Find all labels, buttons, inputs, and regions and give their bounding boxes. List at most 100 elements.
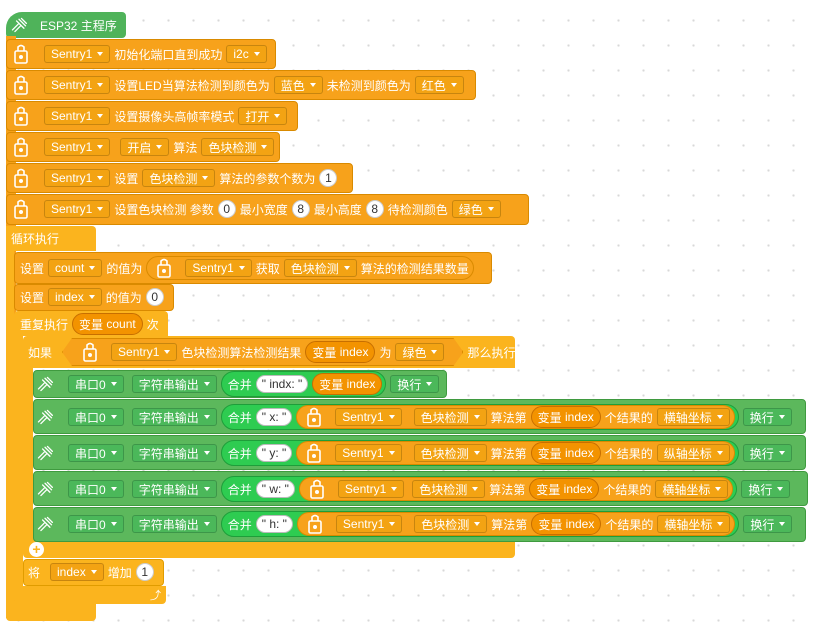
text-literal[interactable]: " w: " <box>255 480 295 498</box>
serial-plug-icon <box>36 478 54 500</box>
newline-select[interactable]: 换行 <box>742 444 792 462</box>
serial-plug-icon <box>36 373 54 395</box>
add-branch-icon[interactable]: + <box>29 541 44 557</box>
cond-color-select[interactable]: 绿色 <box>395 343 444 361</box>
loop-block[interactable] <box>6 226 96 251</box>
result-text-a: 算法第 <box>490 446 527 461</box>
result-reporter[interactable]: Sentry1 色块检测 算法第 变量 index 个结果的 横轴坐标 <box>296 512 736 536</box>
result-reporter[interactable]: Sentry1 色块检测 算法第 变量 index 个结果的 横轴坐标 <box>296 405 735 429</box>
param-count-input[interactable]: 1 <box>319 169 338 187</box>
serial-port-select[interactable]: 串口0 <box>68 480 124 498</box>
camera-mode-select[interactable]: 打开 <box>238 107 288 125</box>
field-select[interactable]: 横轴坐标 <box>656 408 730 426</box>
increase-label: 增加 <box>107 565 132 580</box>
text-literal[interactable]: " y: " <box>255 444 293 462</box>
set-label: 设置 <box>20 261 45 276</box>
increment-input[interactable]: 1 <box>135 563 154 581</box>
newline-select[interactable]: 换行 <box>743 515 793 533</box>
repeat-label: 重复执行 <box>20 317 69 332</box>
sensor-icon <box>12 167 30 189</box>
serial-port-select[interactable]: 串口0 <box>68 444 124 462</box>
newline-select[interactable]: 换行 <box>742 408 792 426</box>
main-program-hat[interactable] <box>6 12 126 38</box>
serial-mode-select[interactable]: 字符串输出 <box>131 375 217 393</box>
index-var-reporter[interactable]: 变量 index <box>312 373 383 395</box>
concat-block[interactable]: 合并 " y: " Sentry1 色块检测 算法第 变量 index 个结果的… <box>220 440 739 466</box>
sensor-select[interactable]: Sentry1 <box>44 169 111 187</box>
port-select[interactable]: i2c <box>226 45 267 63</box>
get-label: 获取 <box>255 261 280 276</box>
result-reporter[interactable]: Sentry1 色块检测 算法第 变量 index 个结果的 横轴坐标 <box>298 477 734 501</box>
index-var-reporter[interactable]: 变量 index <box>305 341 375 363</box>
if-condition[interactable]: Sentry1 色块检测算法检测结果 变量 index 为 绿色 <box>62 338 463 366</box>
newline-select[interactable]: 换行 <box>741 480 791 498</box>
index-var-reporter[interactable]: 变量 index <box>530 442 601 464</box>
sensor-select[interactable]: Sentry1 <box>185 259 252 277</box>
detected-color-select[interactable]: 蓝色 <box>273 76 323 94</box>
concat-block[interactable]: 合并 " h: " Sentry1 色块检测 算法第 变量 index 个结果的… <box>220 511 740 537</box>
algo-select[interactable]: 色块检测 <box>412 480 486 498</box>
sensor-icon <box>308 478 326 500</box>
serial-port-select[interactable]: 串口0 <box>68 408 124 426</box>
field-select[interactable]: 纵轴坐标 <box>656 444 730 462</box>
sensor-select[interactable]: Sentry1 <box>337 480 405 498</box>
index-var-reporter[interactable]: 变量 index <box>529 478 600 500</box>
serial-mode-select[interactable]: 字符串输出 <box>131 480 217 498</box>
algo-select[interactable]: 色块检测 <box>201 138 275 156</box>
sensor-select[interactable]: Sentry1 <box>335 515 403 533</box>
concat-block[interactable]: 合并 " w: " Sentry1 色块检测 算法第 变量 index 个结果的… <box>220 476 738 502</box>
sensor-select[interactable]: Sentry1 <box>111 343 177 361</box>
text-literal[interactable]: " indx: " <box>255 375 309 393</box>
algo-select[interactable]: 色块检测 <box>413 444 487 462</box>
result-text-a: 算法第 <box>489 482 526 497</box>
algo-select[interactable]: 色块检测 <box>142 169 216 187</box>
serial-plug-icon <box>36 442 54 464</box>
algo-select[interactable]: 色块检测 <box>413 408 487 426</box>
serial-port-select[interactable]: 串口0 <box>68 375 124 393</box>
param-index-input[interactable]: 0 <box>217 200 236 218</box>
algo-select[interactable]: 色块检测 <box>414 515 488 533</box>
detect-count-reporter[interactable]: Sentry1 获取 色块检测 算法的检测结果数量 <box>146 256 474 280</box>
index-var-select[interactable]: index <box>50 563 104 581</box>
index-init-input[interactable]: 0 <box>145 288 164 306</box>
loop-footer <box>6 601 96 621</box>
undetected-color-select[interactable]: 红色 <box>414 76 464 94</box>
serial-plug-icon <box>10 14 28 36</box>
index-var-reporter[interactable]: 变量 index <box>530 406 601 428</box>
serial-mode-select[interactable]: 字符串输出 <box>131 408 217 426</box>
sensor-select[interactable]: Sentry1 <box>44 138 111 156</box>
newline-select[interactable]: 换行 <box>390 375 440 393</box>
serial-port-select[interactable]: 串口0 <box>68 515 124 533</box>
sensor-select[interactable]: Sentry1 <box>44 76 111 94</box>
text-literal[interactable]: " x: " <box>255 408 293 426</box>
enable-action-select[interactable]: 开启 <box>120 138 170 156</box>
index-var-select[interactable]: index <box>48 288 102 306</box>
concat-block[interactable]: 合并 " x: " Sentry1 色块检测 算法第 变量 index 个结果的… <box>220 404 739 430</box>
concat-label: 合并 <box>227 410 252 425</box>
count-var-reporter[interactable]: 变量 count <box>72 313 143 335</box>
result-text-a: 算法第 <box>491 517 528 532</box>
repeat-footer <box>14 586 166 604</box>
sensor-select[interactable]: Sentry1 <box>335 408 402 426</box>
algo-select[interactable]: 色块检测 <box>283 259 357 277</box>
target-color-select[interactable]: 绿色 <box>451 200 501 218</box>
params-text-a: 设置色块检测 参数 <box>114 202 214 217</box>
sensor-select[interactable]: Sentry1 <box>44 45 111 63</box>
index-var-reporter[interactable]: 变量 index <box>531 513 602 535</box>
sensor-select[interactable]: Sentry1 <box>44 200 111 218</box>
min-width-input[interactable]: 8 <box>291 200 310 218</box>
serial-mode-select[interactable]: 字符串输出 <box>131 515 217 533</box>
led-color-block[interactable] <box>6 70 476 100</box>
concat-label: 合并 <box>227 446 252 461</box>
concat-block[interactable]: 合并 " indx: " 变量 index <box>220 371 387 397</box>
sensor-select[interactable]: Sentry1 <box>335 444 402 462</box>
count-var-select[interactable]: count <box>48 259 103 277</box>
field-select[interactable]: 横轴坐标 <box>655 480 729 498</box>
sensor-select[interactable]: Sentry1 <box>44 107 111 125</box>
result-reporter[interactable]: Sentry1 色块检测 算法第 变量 index 个结果的 纵轴坐标 <box>296 441 735 465</box>
serial-mode-select[interactable]: 字符串输出 <box>131 444 217 462</box>
text-literal[interactable]: " h: " <box>255 515 293 533</box>
field-select[interactable]: 横轴坐标 <box>657 515 731 533</box>
add-label: 将 <box>28 565 41 580</box>
min-height-input[interactable]: 8 <box>365 200 384 218</box>
